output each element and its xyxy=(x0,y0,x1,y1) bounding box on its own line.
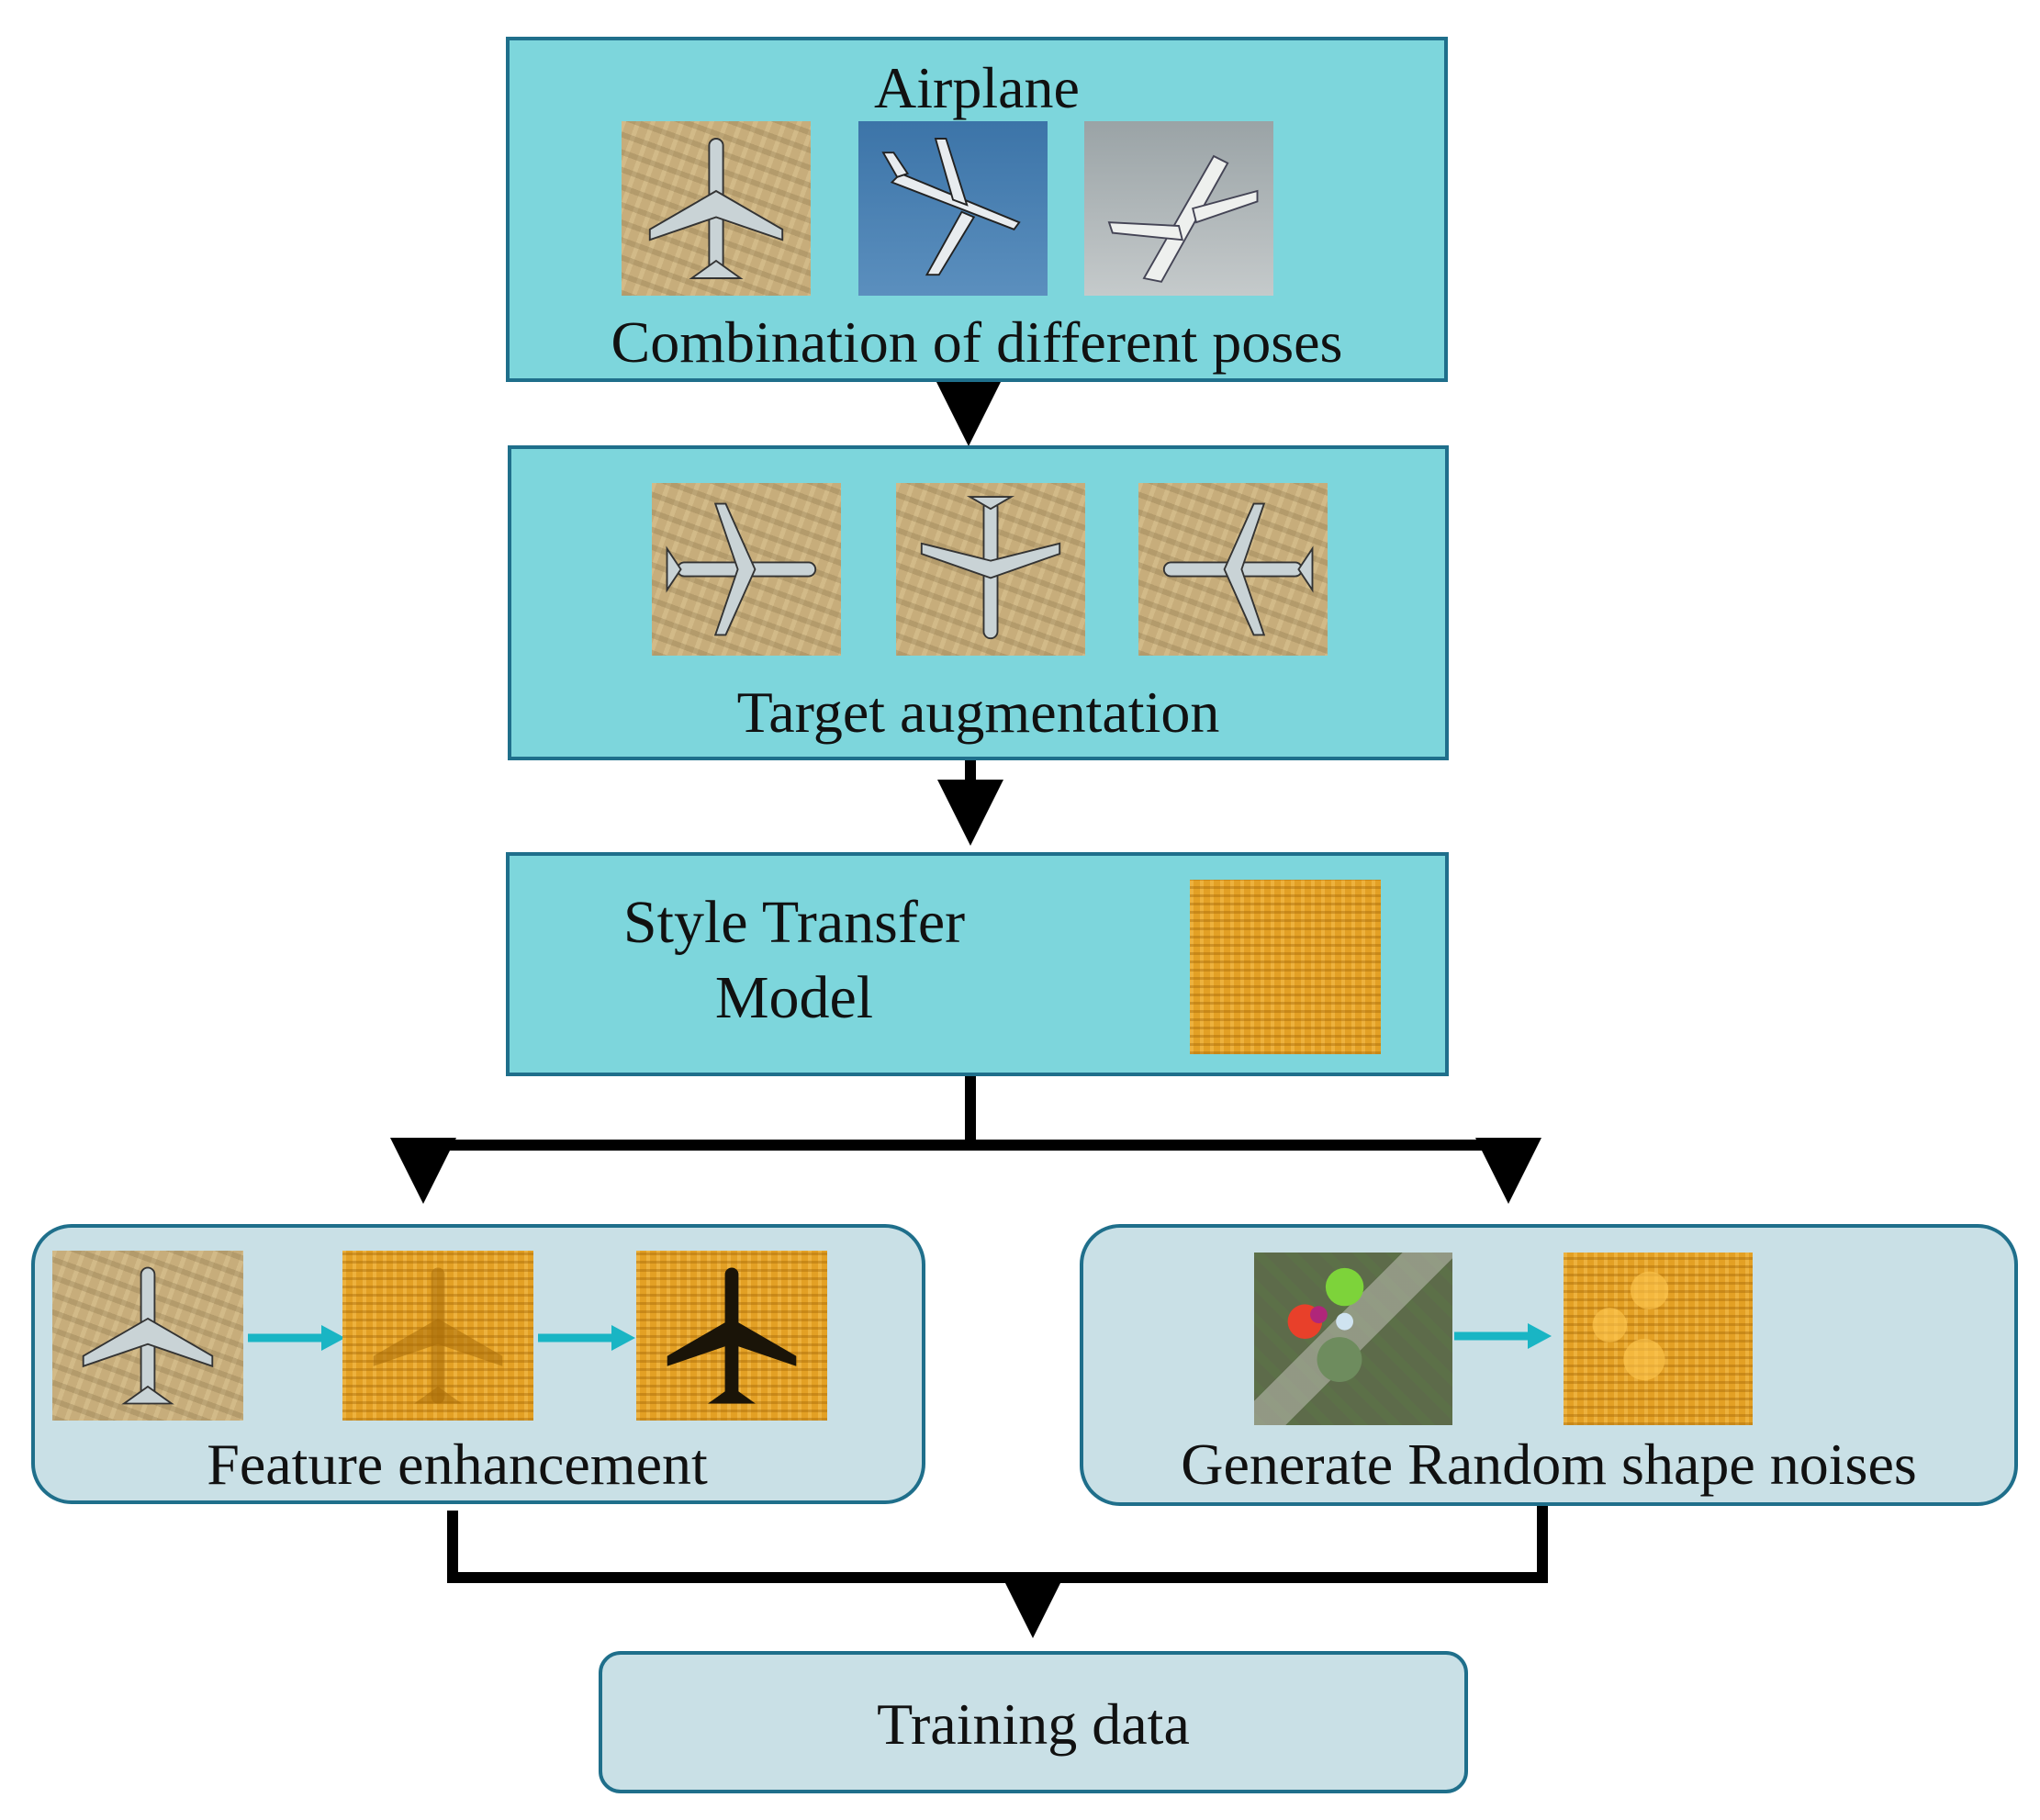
style-transfer-title-line2: Model xyxy=(714,964,874,1031)
style-transfer-title-line1: Style Transfer xyxy=(622,889,966,956)
augmented-image-3 xyxy=(1138,483,1328,656)
augmentation-caption: Target augmentation xyxy=(736,680,1220,745)
training-data-box: Training data xyxy=(599,1651,1468,1793)
noise-arrow xyxy=(1454,1323,1552,1349)
airplane-box: Airplane Combination of different poses xyxy=(506,37,1448,382)
training-label: Training data xyxy=(877,1691,1190,1757)
split-connector xyxy=(418,1076,976,1164)
feature-enhancement-box: Feature enhancement xyxy=(31,1224,925,1504)
airplane-sky-image xyxy=(858,121,1048,296)
noise-input-image xyxy=(1254,1253,1452,1425)
augmentation-box: Target augmentation xyxy=(508,445,1449,760)
noise-caption: Generate Random shape noises xyxy=(1181,1432,1917,1497)
feature-enhanced-image xyxy=(636,1251,827,1421)
airplane-topdown-image xyxy=(622,121,811,296)
feature-input-image xyxy=(52,1251,243,1421)
style-transfer-box: Style Transfer Model xyxy=(506,852,1449,1076)
random-noise-box: Generate Random shape noises xyxy=(1080,1224,2018,1506)
style-texture-image xyxy=(1190,880,1381,1054)
augmented-image-2 xyxy=(896,483,1085,656)
airplane-title: Airplane xyxy=(874,55,1080,120)
merge-connector-right xyxy=(1033,1506,1548,1583)
airplane-caption: Combination of different poses xyxy=(611,309,1343,375)
noise-output-image xyxy=(1564,1253,1753,1425)
feature-arrow-1 xyxy=(248,1325,345,1351)
feature-stylized-image xyxy=(342,1251,533,1421)
split-connector-right xyxy=(970,1140,1514,1164)
feature-caption: Feature enhancement xyxy=(207,1432,708,1497)
feature-arrow-2 xyxy=(538,1325,635,1351)
augmented-image-1 xyxy=(652,483,841,656)
merge-connector-left xyxy=(447,1511,1033,1583)
airplane-takeoff-image xyxy=(1084,121,1273,296)
